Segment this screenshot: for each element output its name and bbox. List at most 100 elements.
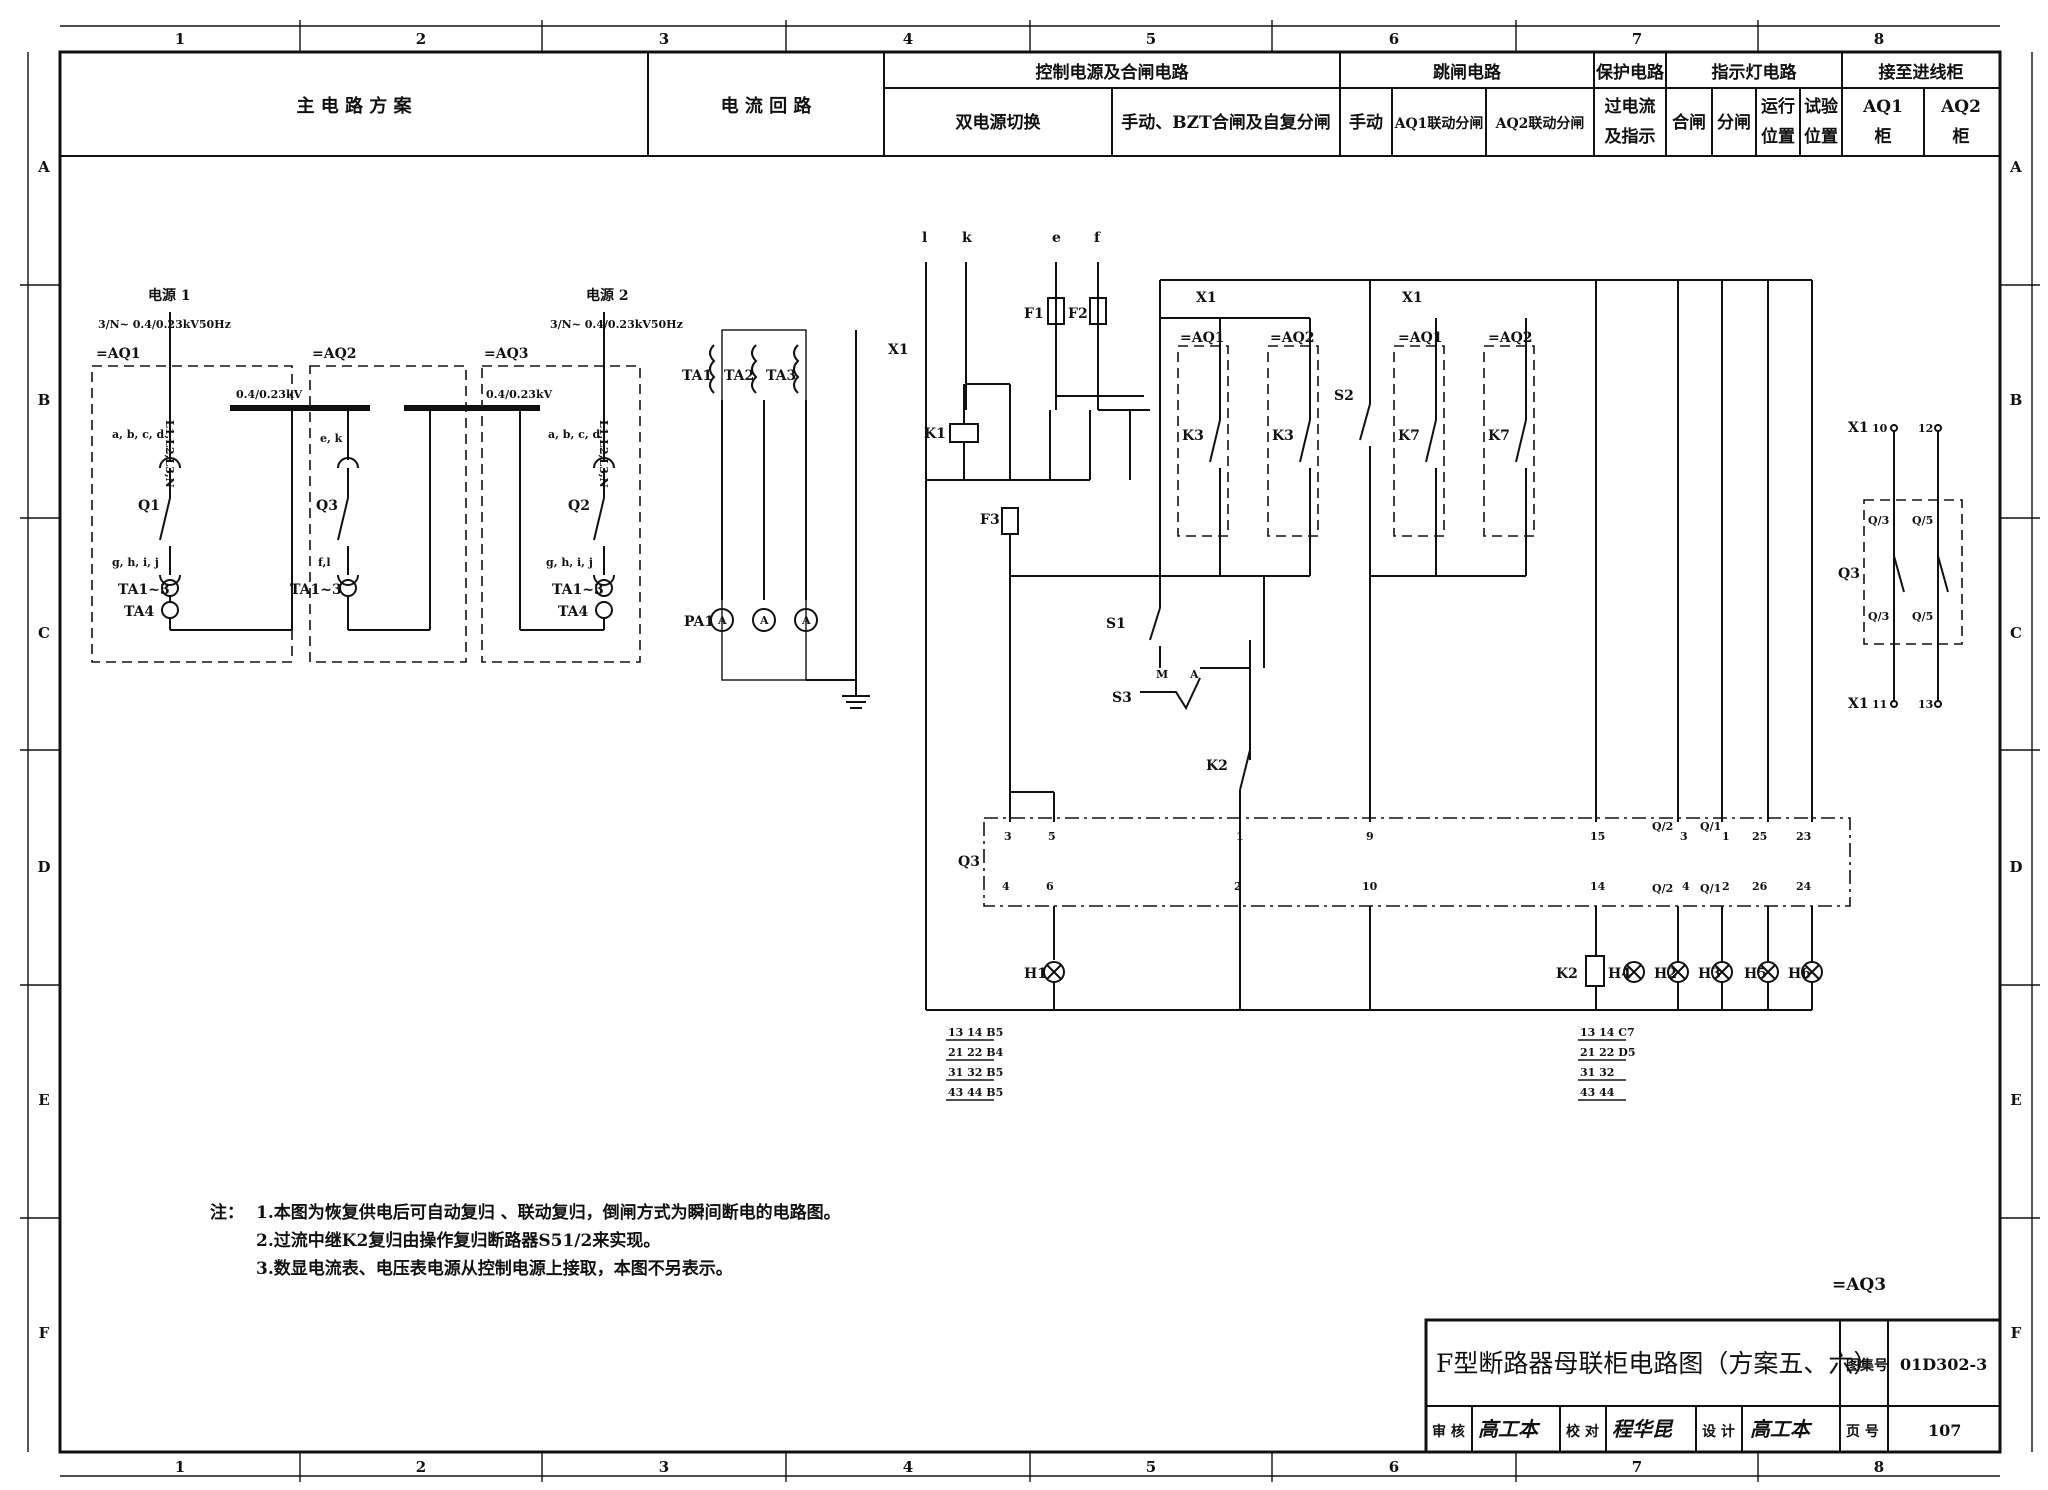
q3-top-9: 9 [1366,830,1374,843]
header-close: 合闸 [1672,112,1706,133]
bus2-label: 0.4/0.23kV [486,388,553,401]
grid-row-a: A [37,158,50,176]
header-dual-power: 双电源切换 [956,112,1042,133]
grid-col-4-bottom: 4 [903,1458,913,1476]
grid-col-3-bottom: 3 [659,1458,669,1476]
grid-col-7-bottom: 7 [1632,1458,1642,1476]
q3-bot-4: 4 [1002,880,1010,893]
q3-sub-q2: Q/2 [1652,820,1673,833]
k2-contact-label: K2 [1206,758,1228,774]
source2-terminals: a, b, c, d [548,428,600,441]
header-aq1-cab-2: 柜 [1875,126,1892,147]
k7-aq2: K7 [1488,428,1510,444]
aq3-mark: =AQ3 [1832,1275,1886,1295]
page-label: 页 号 [1846,1424,1879,1440]
ta2-label: TA2 [724,368,754,384]
grid-row-d: D [37,858,50,876]
q3-terms-ek: e, k [320,432,343,445]
incoming-q3-5a: Q/5 [1912,514,1933,527]
grid-row-c-right: C [2010,624,2022,642]
incoming-circuit: X1 10 12 Q3 Q/3 Q/5 Q/3 Q/5 X1 11 13 [1838,420,1963,712]
atlas-label: 图集号 [1846,1357,1888,1374]
grid-col-2: 2 [416,30,426,48]
k1-label: K1 [924,426,946,442]
header-aq2-cab-1: AQ2 [1940,97,1981,117]
feeder2-label: L1,L2,L3,N [597,420,610,488]
grid-row-e-right: E [2010,1091,2021,1109]
header-main-circuit: 主 电 路 方 案 [296,95,412,117]
q3-top-5: 5 [1048,830,1056,843]
title-block: F型断路器母联柜电路图（方案五、六） 图集号 01D302-3 审 核 高工本 … [1424,1318,2002,1454]
q3-bot-14: 14 [1590,880,1606,893]
k3-aq2: K3 [1272,428,1294,444]
atlas-number: 01D302-3 [1900,1355,1987,1374]
x1-trip: X1 [1402,290,1423,306]
q3-bot-2: 2 [1234,880,1242,893]
grid-col-4: 4 [903,30,913,48]
q3-top-1b: 1 [1722,830,1730,843]
review-signature: 高工本 [1478,1417,1541,1441]
q1-label: Q1 [138,498,160,514]
lamp-h1: H1 [1024,966,1047,982]
header-test-2: 位置 [1804,126,1838,147]
ta3-label: TA3 [766,368,796,384]
main-circuit: 电源 1 电源 2 3/N~ 0.4/0.23kV50Hz 3/N~ 0.4/0… [91,287,683,663]
check-label: 校 对 [1566,1423,1599,1440]
grid-col-1-bottom: 1 [175,1458,185,1476]
control-circuit: l k e f X1 F1 F2 K1 F3 S [888,230,1851,1011]
lamp-h5: H5 [1744,966,1767,982]
q3-bot-26: 26 [1752,880,1768,893]
header-control-group: 控制电源及合闸电路 [1036,62,1190,83]
q3-bot-2b: 2 [1722,880,1730,893]
source2-label: 电源 2 [586,287,629,304]
header-aq1-cab-1: AQ1 [1862,97,1903,117]
ammeter-2: A [759,614,769,627]
q3-label: Q3 [316,498,338,514]
q3-top-3: 3 [1004,830,1012,843]
lamp-h3: H3 [1698,966,1721,982]
x1-closing: X1 [1196,290,1217,306]
source1-terms-ghij: g, h, i, j [112,556,159,569]
q3-top-23: 23 [1796,830,1811,843]
f3-label: F3 [980,512,1000,528]
header-run-2: 位置 [1761,126,1795,147]
review-label: 审 核 [1432,1423,1465,1440]
source1-terminals: a, b, c, d [112,428,164,441]
note-2: 2.过流中继K2复归由操作复归断路器S51/2来实现。 [256,1230,660,1251]
grid-row-b-right: B [2010,391,2023,409]
grid-row-d-right: D [2009,858,2022,876]
header-protect-group: 保护电路 [1595,62,1665,83]
aq2-closing-label: =AQ2 [1270,330,1315,346]
q3-top-25: 25 [1752,830,1767,843]
q3-bot-6: 6 [1046,880,1054,893]
incoming-t10: 10 [1872,422,1888,435]
header-trip-group: 跳闸电路 [1433,62,1502,83]
notes-label: 注： [210,1202,244,1223]
q3-bot-10: 10 [1362,880,1378,893]
term-k: k [962,230,972,246]
q3-terms-fl: f,l [318,556,331,569]
ammeter-3: A [801,614,811,627]
ta13-label-2: TA1~3 [290,582,342,598]
note-1: 1.本图为恢复供电后可自动复归 、联动复归，倒闸方式为瞬间断电的电路图。 [256,1202,841,1223]
grid-row-e: E [38,1091,49,1109]
header-manual: 手动 [1349,112,1383,133]
source2-terms-ghij: g, h, i, j [546,556,593,569]
contact-right-1: 13 14 C7 [1580,1026,1635,1039]
k3-aq1: K3 [1182,428,1204,444]
lamp-h4: H4 [1608,966,1631,982]
incoming-x1-top: X1 [1848,420,1869,436]
contact-left-2: 21 22 B4 [948,1046,1004,1059]
s1-label: S1 [1106,616,1126,632]
check-signature: 程华昆 [1612,1417,1674,1441]
contact-left-3: 31 32 B5 [948,1066,1003,1079]
contact-right-2: 21 22 D5 [1580,1046,1635,1059]
incoming-q3-3b: Q/3 [1868,610,1889,623]
grid-col-8: 8 [1874,30,1884,48]
x1-left: X1 [888,342,909,358]
ta1-label: TA1 [682,368,712,384]
header-overcurrent-1: 过电流 [1605,96,1656,117]
ta13-label-3: TA1~3 [552,582,604,598]
header-overcurrent-2: 及指示 [1605,126,1656,147]
